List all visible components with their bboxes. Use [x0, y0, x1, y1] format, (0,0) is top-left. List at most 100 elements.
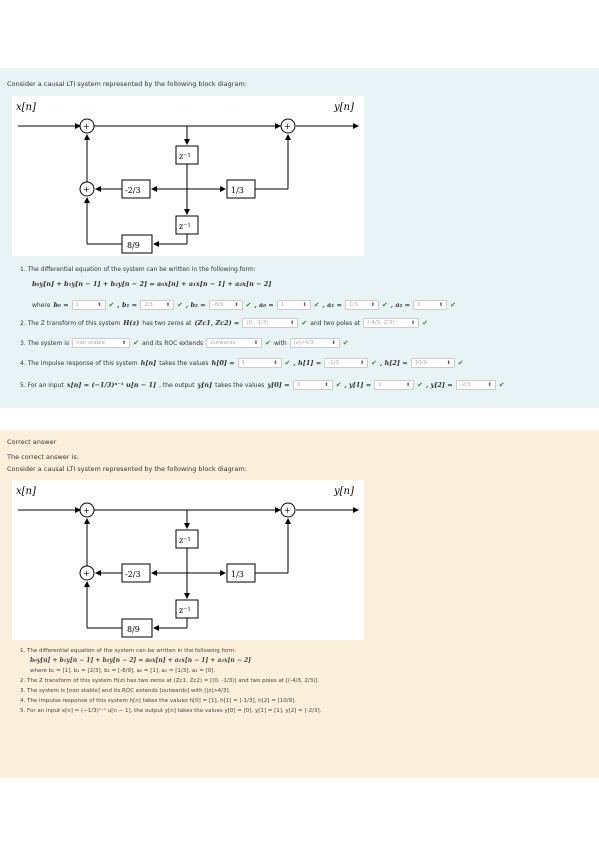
h1-select[interactable]: -1/3⬍ — [324, 358, 369, 368]
h0-select[interactable]: 1⬍ — [237, 358, 282, 368]
gain-right-label: 1/3 — [231, 186, 244, 195]
b1-select[interactable]: 2/3 ⬍ — [140, 300, 175, 310]
a1-select[interactable]: 1/3⬍ — [344, 300, 379, 310]
item2-text3: and two poles at — [310, 319, 361, 327]
b0-value: 1 — [75, 302, 80, 308]
b1-value: 2/3 — [144, 302, 153, 308]
item1-answers-row: where b₀ = 1⬍ ✔ , b₁ = 2/3⬍ ✔ , b₂ = -8/… — [32, 300, 456, 310]
check-icon: ✔ — [422, 319, 429, 327]
dropdown-icon: ⬍ — [410, 320, 416, 326]
y2-label: , y[2] = — [426, 381, 453, 389]
y2-select[interactable]: -2/3⬍ — [455, 380, 496, 390]
delay-lower-label: z⁻¹ — [179, 222, 191, 231]
item1-text: 1. The differential equation of the syst… — [20, 266, 256, 273]
block-diagram-svg: x[n] y[n] + + + z⁻¹ z⁻¹ -2/3 1/3 8/9 — [16, 102, 359, 254]
b0-label: b₀ = — [53, 301, 69, 309]
h2-label: , h[2] = — [380, 359, 408, 367]
item3-text: 3. The system is — [20, 339, 70, 347]
answer-adder-top-left: + — [83, 506, 90, 515]
answer-input-label: x[n] — [16, 486, 36, 497]
dropdown-icon: ⬍ — [438, 302, 444, 308]
b2-value: -8/9 — [212, 302, 224, 308]
answer-output-label: y[n] — [333, 486, 354, 497]
answer-line: 3. The system is [non stable] and its RO… — [20, 688, 231, 694]
question-panel: Consider a causal LTI system represented… — [0, 68, 599, 408]
a0-select[interactable]: 1⬍ — [276, 300, 311, 310]
roc-select[interactable]: outwards⬍ — [206, 338, 263, 348]
check-icon: ✔ — [457, 359, 464, 367]
question-intro: Consider a causal LTI system represented… — [7, 80, 247, 88]
answer-gain-left-label: -2/3 — [125, 570, 141, 579]
answer-intro: Consider a causal LTI system represented… — [7, 465, 247, 473]
answer-delay-lower-label: z⁻¹ — [179, 606, 191, 615]
h1-label: , h[1] = — [293, 359, 322, 367]
dropdown-icon: ⬍ — [324, 382, 329, 388]
gain-left-label: -2/3 — [125, 186, 141, 195]
dropdown-icon: ⬍ — [359, 360, 365, 366]
dropdown-icon: ⬍ — [234, 302, 239, 308]
answer-block-diagram-svg: x[n] y[n] + + + z⁻¹ z⁻¹ -2/3 1/3 8/9 — [16, 486, 359, 638]
check-icon: ✔ — [498, 381, 505, 389]
a2-select[interactable]: 0⬍ — [413, 300, 448, 310]
hn-symbol: h[n] — [140, 359, 157, 367]
h2-select[interactable]: 10/9⬍ — [410, 358, 455, 368]
a1-value: 1/3 — [348, 302, 358, 308]
a0-label: , a₀ = — [254, 301, 274, 309]
dropdown-icon: ⬍ — [405, 382, 411, 388]
answer-gain-right-label: 1/3 — [231, 570, 244, 579]
zeros-select[interactable]: (0, -1/3)⬍ — [242, 318, 299, 328]
item4-text: 4. The impulse response of this system — [20, 359, 138, 367]
item1-text-row: 1. The differential equation of the syst… — [20, 266, 256, 273]
a2-label: , a₂ = — [390, 301, 411, 309]
a0-value: 1 — [280, 302, 285, 308]
stability-value: non stable — [76, 340, 105, 346]
xn-expression: x[n] = (−1/3)ⁿ⁻¹ u[n − 1] — [66, 381, 157, 389]
check-icon: ✔ — [381, 301, 388, 309]
answer-line: 4. The impulse response of this system h… — [20, 698, 296, 704]
answer-list: 1. The differential equation of the syst… — [20, 646, 321, 716]
block-diagram: x[n] y[n] + + + z⁻¹ z⁻¹ -2/3 1/3 8/9 — [12, 96, 364, 256]
check-icon: ✔ — [108, 301, 115, 309]
yn-symbol: y[n] — [197, 381, 213, 389]
answer-heading: Correct answer — [7, 438, 57, 446]
y1-select[interactable]: 1⬍ — [374, 380, 415, 390]
check-icon: ✔ — [284, 359, 291, 367]
output-label: y[n] — [333, 102, 354, 113]
poles-select[interactable]: (-4/3, 2/3)⬍ — [363, 318, 420, 328]
answer-block-diagram: x[n] y[n] + + + z⁻¹ z⁻¹ -2/3 1/3 8/9 — [12, 480, 364, 640]
item3-text2: and its ROC extends — [141, 339, 204, 347]
item2-text2: has two zeros at — [142, 319, 192, 327]
b2-label: , b₂ = — [185, 301, 206, 309]
roc-bound-select[interactable]: |z|>4/3⬍ — [289, 338, 340, 348]
a1-label: , a₁ = — [322, 301, 342, 309]
check-icon: ✔ — [450, 301, 456, 309]
b1-label: , b₁ = — [117, 301, 138, 309]
item5-text3: takes the values — [215, 381, 265, 389]
adder-top-left: + — [83, 122, 90, 131]
answer-delay-upper-label: z⁻¹ — [179, 536, 191, 545]
y0-select[interactable]: 0⬍ — [292, 380, 333, 390]
answer-line: where b₀ = [1], b₁ = [2/3], b₂ = [-8/9],… — [30, 668, 216, 674]
y2-value: -2/3 — [459, 382, 471, 388]
dropdown-icon: ⬍ — [97, 302, 102, 308]
stability-select[interactable]: non stable⬍ — [72, 338, 131, 348]
dropdown-icon: ⬍ — [165, 302, 171, 308]
y1-value: 1 — [378, 382, 382, 388]
zeros-label: (Zc1, Zc2) = — [194, 319, 240, 327]
item1-equation-row: b₀y[n] + b₁y[n − 1] + b₂y[n − 2] = a₀x[n… — [32, 280, 271, 288]
answer-panel: Correct answer The correct answer is: Co… — [0, 430, 599, 778]
b0-select[interactable]: 1⬍ — [71, 300, 106, 310]
a2-value: 0 — [417, 302, 421, 308]
b2-select[interactable]: -8/9 ⬍ — [208, 300, 243, 310]
answer-adder-middle: + — [83, 569, 90, 578]
check-icon: ✔ — [133, 339, 139, 347]
delay-upper-label: z⁻¹ — [179, 152, 191, 161]
dropdown-icon: ⬍ — [302, 302, 307, 308]
check-icon: ✔ — [265, 339, 271, 347]
check-icon: ✔ — [177, 301, 183, 309]
answer-line: 5. For an input x[n] = (−1/3)ⁿ⁻¹ u[n − 1… — [20, 708, 322, 714]
roc-bound-value: |z|>4/3 — [293, 340, 314, 346]
answer-gain-bottom-label: 8/9 — [127, 625, 140, 634]
answer-adder-top-right: + — [284, 506, 291, 515]
hz-symbol: H(z) — [123, 319, 140, 327]
